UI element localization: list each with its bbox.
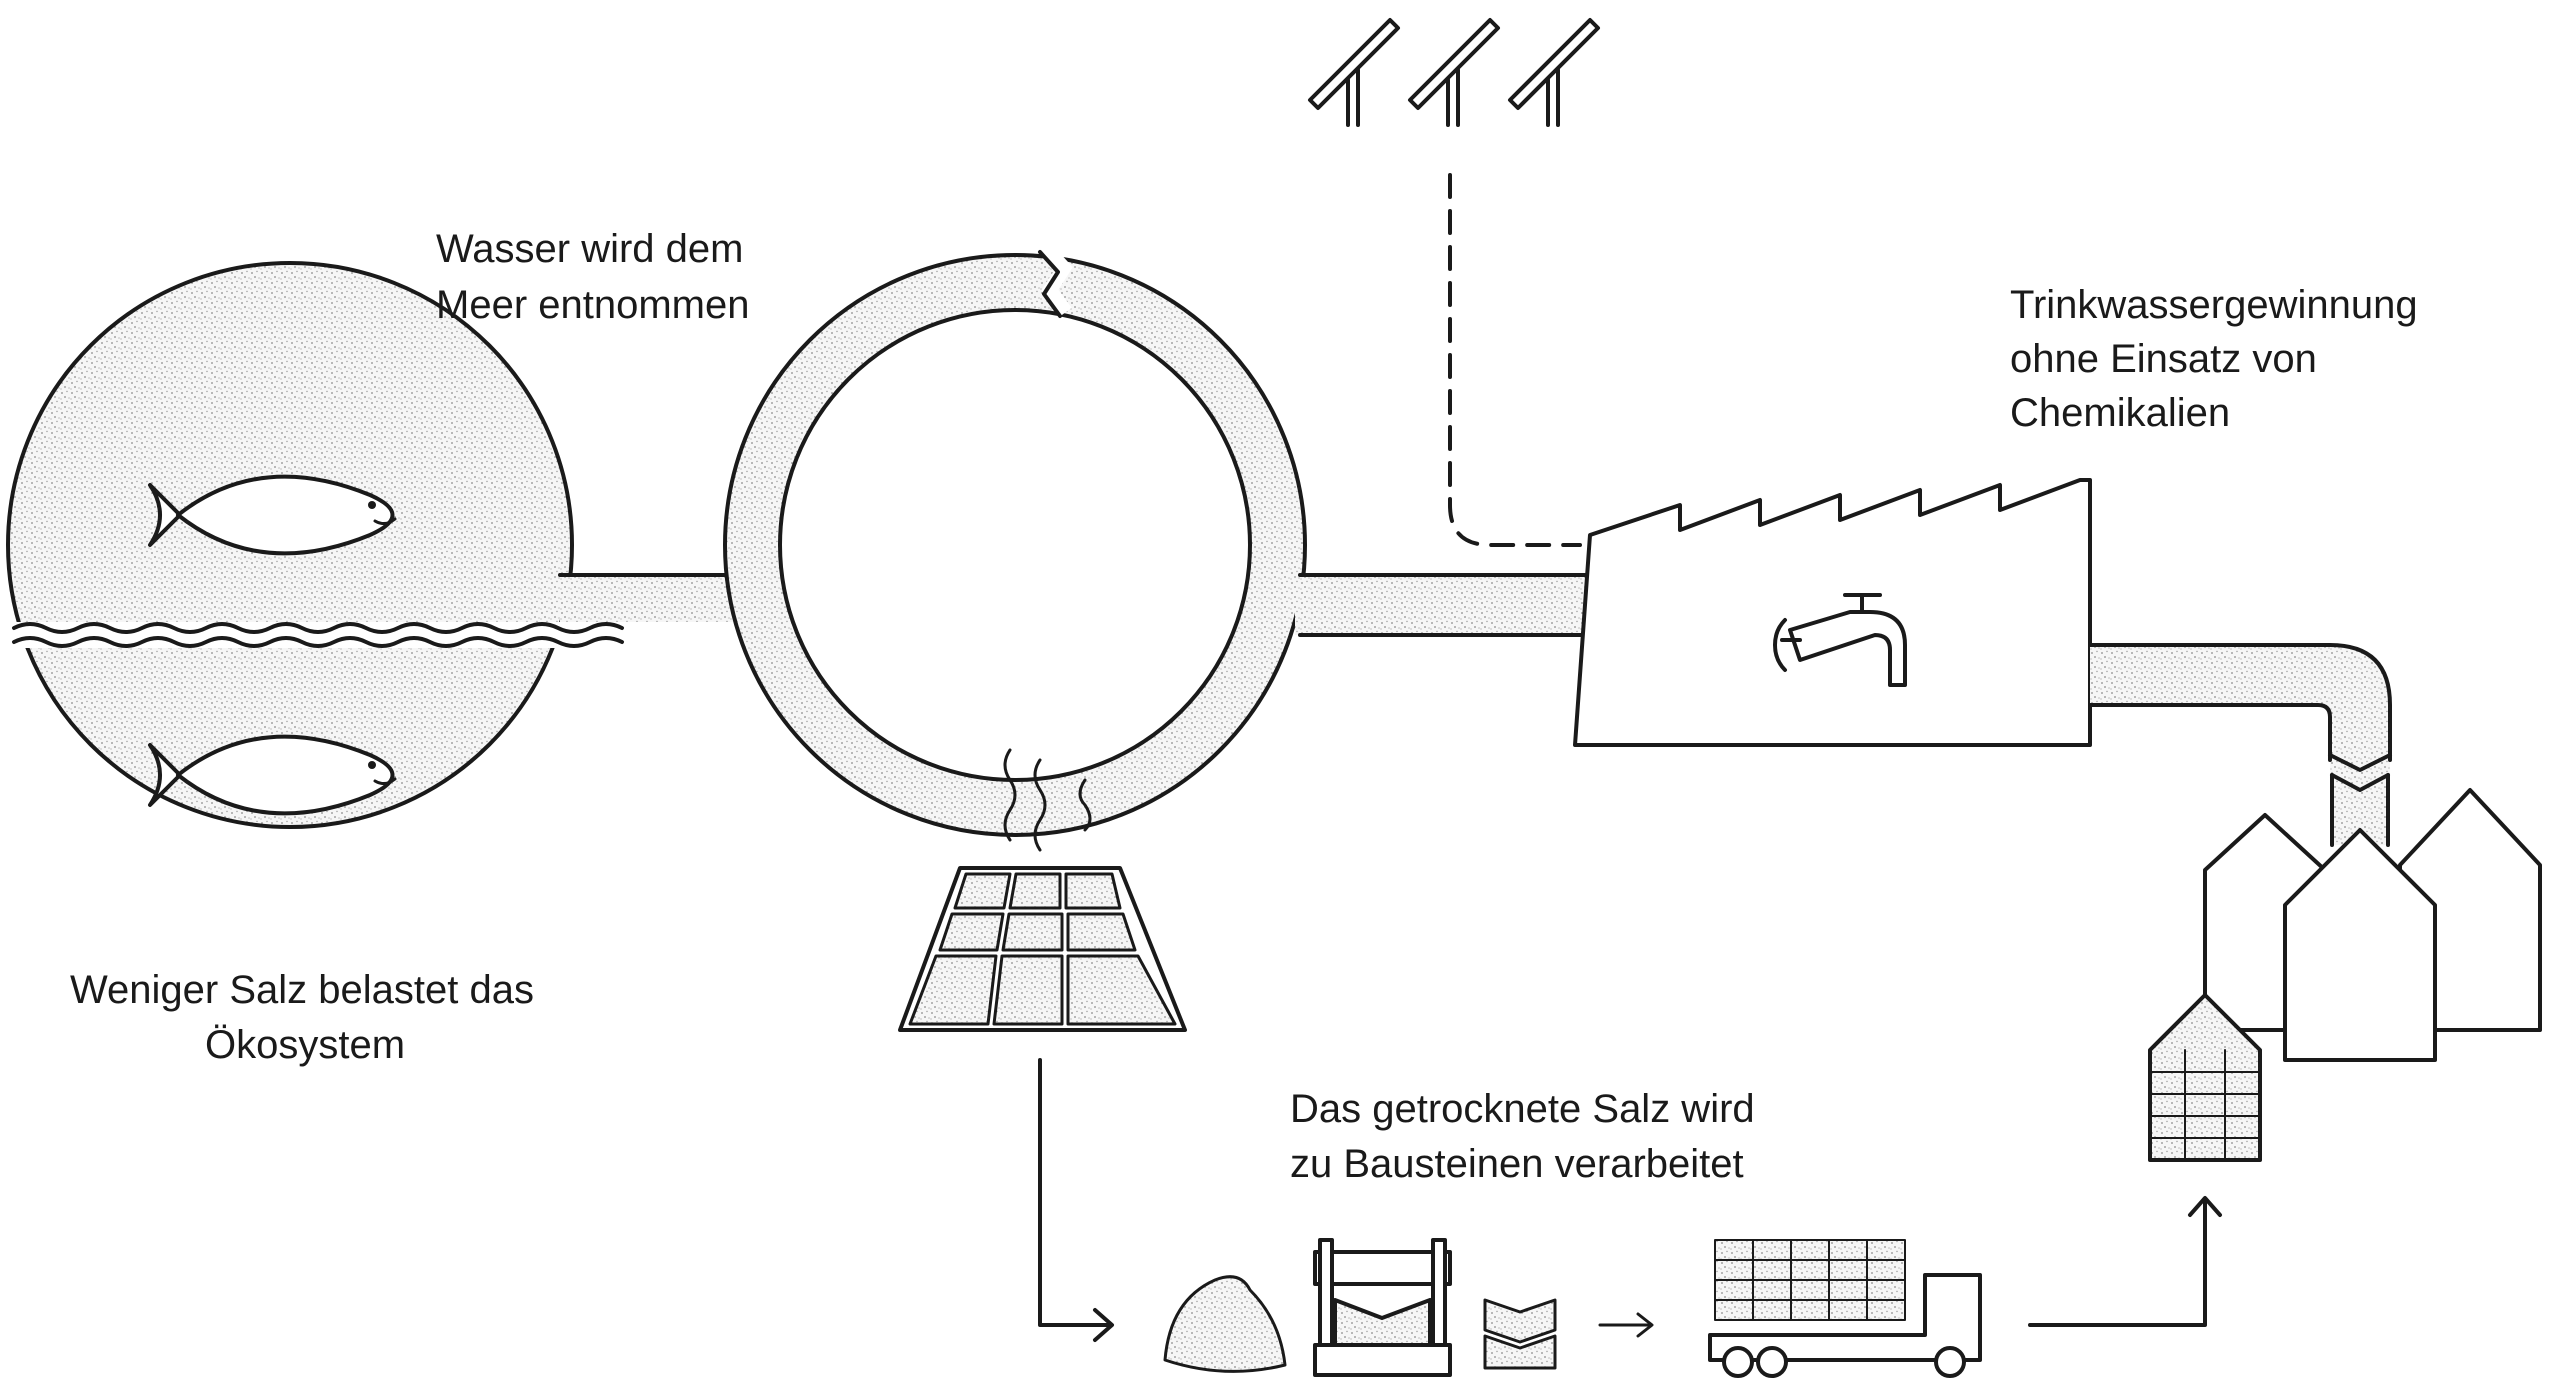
label-ecosystem: Weniger Salz belastet das Ökosystem — [70, 968, 545, 1067]
brick-house-icon — [2148, 993, 2262, 1162]
label-water-intake: Wasser wird dem Meer entnommen — [436, 227, 755, 327]
truck-icon — [1708, 1239, 1982, 1378]
salt-bricks-icon — [1483, 1298, 1557, 1370]
fish-icon — [148, 474, 397, 556]
arrow-to-processing — [1038, 1058, 1112, 1327]
pipe-to-houses — [2088, 643, 2392, 847]
salt-evaporation-panel-icon — [898, 866, 1187, 1032]
houses-icon — [2203, 788, 2542, 1062]
label-salt-bricks: Das getrocknete Salz wird zu Bausteinen … — [1290, 1087, 1766, 1186]
solar-panels-icon — [1308, 18, 1600, 127]
sea — [0, 261, 800, 829]
pipe-to-factory — [1295, 573, 1595, 637]
power-line — [1448, 173, 1582, 547]
water-ring — [723, 243, 1307, 837]
water-tap-icon — [1773, 593, 1907, 687]
arrow-to-truck — [1598, 1312, 1654, 1338]
arrow-to-house — [2028, 1196, 2222, 1327]
wave-line — [12, 622, 624, 634]
brick-press-icon — [1313, 1238, 1452, 1377]
label-drinking-water: Trinkwassergewinnung ohne Einsatz von Ch… — [2010, 283, 2429, 435]
factory-icon — [1573, 478, 2092, 747]
steam-icon — [1003, 748, 1092, 852]
salt-pile-icon — [1163, 1275, 1287, 1373]
fish-icon — [148, 734, 397, 816]
